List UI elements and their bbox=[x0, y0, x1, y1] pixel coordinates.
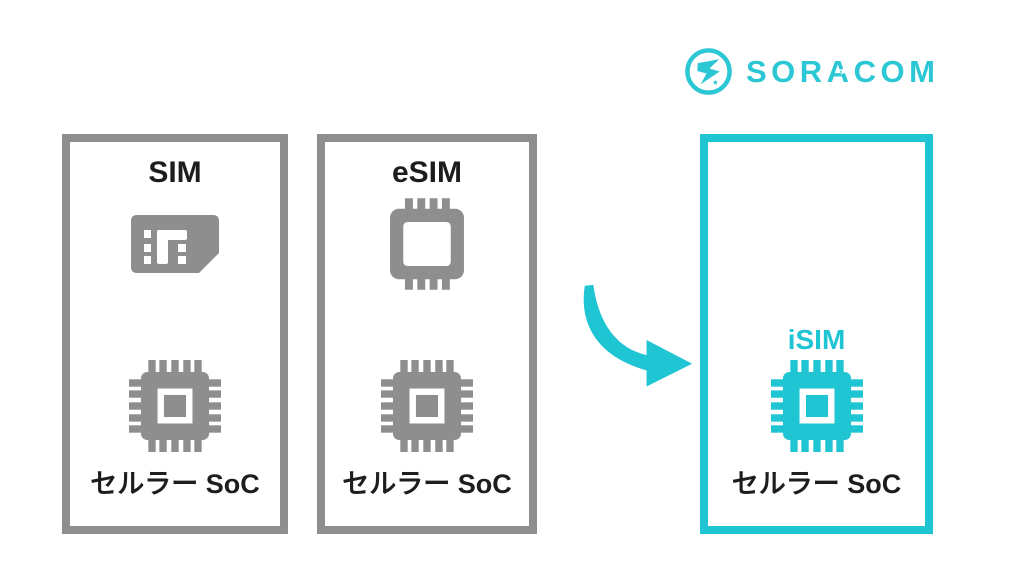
panel-sim-title: SIM bbox=[148, 156, 202, 189]
soc-chip-icon bbox=[381, 360, 473, 452]
panel-isim-title: iSIM bbox=[787, 324, 846, 355]
panel-esim-title: eSIM bbox=[391, 156, 463, 189]
isim-soc-chip-icon bbox=[770, 360, 863, 452]
panel-isim: iSIM セルラー SoC bbox=[700, 134, 933, 534]
soracom-wordmark: SORACOM ★ bbox=[746, 47, 939, 96]
soracom-mark-icon bbox=[684, 47, 733, 96]
esim-package-icon bbox=[383, 198, 471, 290]
cellular-soc-label: セルラー SoC bbox=[90, 469, 260, 499]
cellular-soc-label: セルラー SoC bbox=[342, 469, 512, 499]
evolution-arrow-icon bbox=[574, 282, 702, 396]
soracom-logo: SORACOM ★ bbox=[684, 47, 939, 96]
cellular-soc-label: セルラー SoC bbox=[731, 469, 902, 499]
panel-sim: SIM セルラー SoC bbox=[62, 134, 288, 534]
panel-esim: eSIM セルラー SoC bbox=[317, 134, 537, 534]
soc-chip-icon bbox=[129, 360, 221, 452]
wordmark-a-star-icon: ★ bbox=[838, 63, 850, 78]
soracom-wordmark-text: SORACOM bbox=[746, 54, 940, 89]
sim-card-icon bbox=[131, 215, 219, 273]
